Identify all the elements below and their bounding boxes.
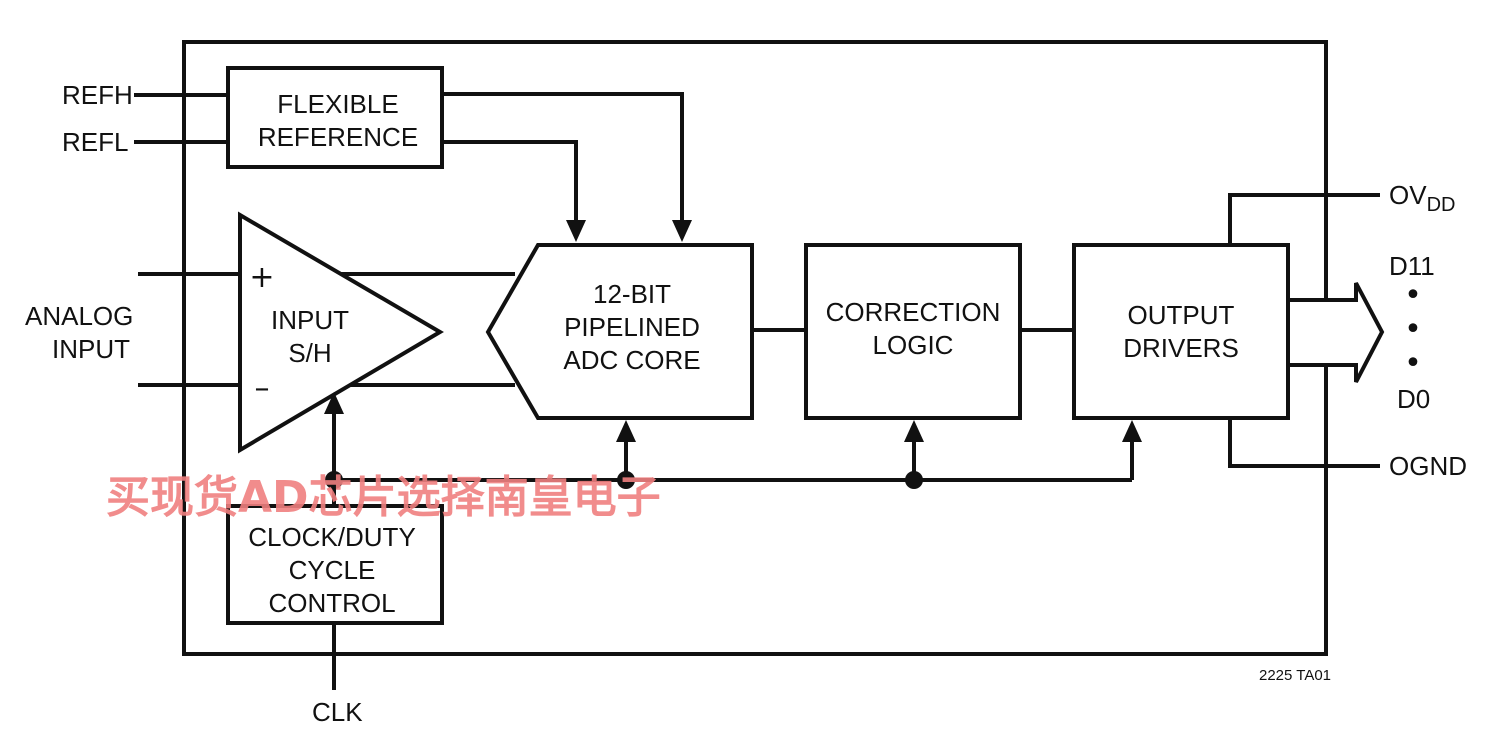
adc-core-label-1: 12-BIT: [593, 279, 671, 309]
adc-core-label-2: PIPELINED: [564, 312, 700, 342]
ref-arrow-1: [672, 220, 692, 242]
clock-to-correction-arrow: [904, 420, 924, 442]
ovdd-label: OVDD: [1389, 180, 1455, 216]
correction-logic-block: [804, 243, 1022, 420]
ovdd-wire: [1228, 193, 1380, 245]
bus-dot-2: •: [1404, 312, 1422, 347]
correction-logic-label-1: CORRECTION: [826, 297, 1001, 327]
flexible-reference-label-1: FLEXIBLE: [277, 89, 398, 119]
data-bus-arrow: [1286, 282, 1385, 383]
correction-logic-label-2: LOGIC: [873, 330, 954, 360]
d11-label: D11: [1389, 251, 1435, 281]
flexible-reference-label-2: REFERENCE: [258, 122, 418, 152]
junction-dot-1: [325, 471, 343, 489]
ognd-wire: [1228, 418, 1380, 468]
refl-label: REFL: [62, 127, 128, 157]
ognd-label: OGND: [1389, 451, 1467, 481]
ref-arrow-2: [566, 220, 586, 242]
refh-label: REFH: [62, 80, 133, 110]
clock-to-sh-arrow: [324, 392, 344, 414]
clk-label: CLK: [312, 697, 363, 727]
clock-duty-block: [226, 504, 444, 625]
ref-to-adc-wire-1: [442, 92, 684, 222]
bus-dot-1: •: [1404, 278, 1422, 313]
clock-duty-label-3: CONTROL: [268, 588, 395, 618]
input-sh-label-2: S/H: [288, 338, 331, 368]
output-drivers-label-1: OUTPUT: [1128, 300, 1235, 330]
figure-id: 2225 TA01: [1259, 667, 1331, 684]
clock-duty-label-1: CLOCK/DUTY: [248, 522, 416, 552]
output-drivers-label-2: DRIVERS: [1123, 333, 1239, 363]
flexible-reference-block: [226, 66, 444, 169]
ref-to-adc-wire-2: [442, 140, 578, 222]
clock-to-output-arrow: [1122, 420, 1142, 442]
analog-input-label-1: ANALOG: [25, 301, 133, 331]
minus-symbol: –: [255, 371, 270, 406]
output-drivers-block: [1072, 243, 1290, 420]
clock-to-adc-arrow: [616, 420, 636, 442]
adc-core-label-3: ADC CORE: [563, 345, 700, 375]
watermark-text: 买现货AD芯片选择南皇电子: [106, 472, 661, 523]
clock-duty-label-2: CYCLE: [289, 555, 376, 585]
ovdd-subscript: DD: [1427, 194, 1456, 216]
input-sh-label-1: INPUT: [271, 305, 349, 335]
junction-dot-3: [905, 471, 923, 489]
adc-core-block: [485, 243, 754, 420]
junction-dot-2: [617, 471, 635, 489]
analog-input-label-2: INPUT: [52, 334, 130, 364]
input-sh-amplifier: [238, 211, 444, 454]
bus-dot-3: •: [1404, 346, 1422, 381]
plus-symbol: +: [249, 260, 274, 295]
d0-label: D0: [1397, 384, 1430, 414]
